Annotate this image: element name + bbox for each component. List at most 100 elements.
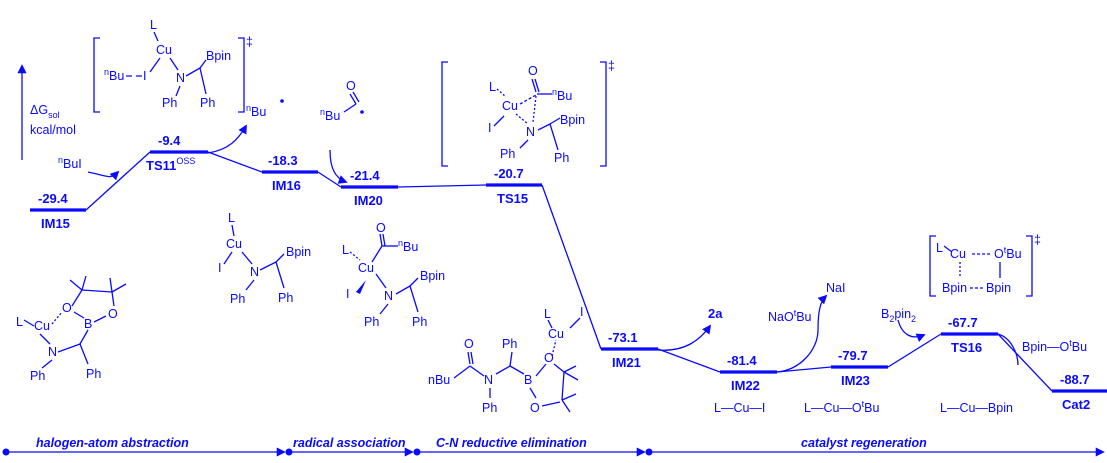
- svg-text:Ph: Ph: [502, 337, 517, 351]
- svg-text:B: B: [84, 317, 92, 331]
- svg-text:L: L: [489, 80, 496, 94]
- structure-acyl-radical: nBu O: [320, 79, 364, 123]
- energy-IM15: -29.4: [38, 191, 68, 206]
- svg-text:O: O: [544, 351, 554, 365]
- svg-text:Ph: Ph: [200, 96, 215, 110]
- label-IM21: IM21: [612, 355, 641, 370]
- reagent-NaOtBu: NaOtBu: [768, 308, 812, 324]
- svg-text:Ph: Ph: [554, 151, 569, 165]
- energy-levels: [30, 150, 1107, 393]
- svg-text:Ph: Ph: [482, 401, 497, 415]
- reagent-NaI: NaI: [826, 281, 845, 295]
- energy-IM22: -81.4: [727, 353, 757, 368]
- reagent-B2pin2: B2pin2: [881, 307, 916, 324]
- svg-text:Bpin: Bpin: [986, 281, 1011, 295]
- svg-text:N: N: [176, 71, 185, 85]
- energy-TS11: -9.4: [158, 133, 181, 148]
- svg-text:Cu: Cu: [548, 327, 564, 341]
- svg-text:Cu: Cu: [226, 237, 242, 251]
- level-connectors: [85, 151, 1053, 392]
- stage-reductive-elimination: C-N reductive elimination: [436, 436, 587, 450]
- svg-text:nBu: nBu: [320, 107, 340, 123]
- svg-text:nBu: nBu: [428, 373, 450, 387]
- svg-text:Bpin: Bpin: [942, 281, 967, 295]
- svg-text:Bpin: Bpin: [560, 113, 585, 127]
- energy-Cat2: -88.7: [1060, 372, 1090, 387]
- energy-IM20: -21.4: [350, 168, 380, 183]
- svg-text:Cu: Cu: [34, 319, 50, 333]
- species-simple: L—Cu—I L—Cu—OtBu L—Cu—Bpin: [714, 399, 1013, 415]
- svg-text:L: L: [342, 243, 349, 257]
- reagent-nBu-radical: nBu: [246, 103, 266, 119]
- reagent-arrows: nBuI nBu 2a NaOtBu NaI B2pin2 Bpin—OtBu: [58, 99, 1087, 373]
- svg-text:N: N: [48, 345, 57, 359]
- axis-label-units: kcal/mol: [30, 123, 76, 137]
- label-IM15: IM15: [41, 216, 70, 231]
- svg-text:B: B: [524, 373, 532, 387]
- svg-text:Ph: Ph: [364, 315, 379, 329]
- svg-text:Bpin: Bpin: [206, 49, 231, 63]
- energy-IM16: -18.3: [268, 153, 298, 168]
- svg-text:Ph: Ph: [230, 292, 245, 306]
- svg-text:O: O: [346, 79, 356, 93]
- svg-text:Cu: Cu: [502, 99, 518, 113]
- reagent-nBuI: nBuI: [58, 155, 82, 171]
- svg-text:Bpin: Bpin: [286, 245, 311, 259]
- energy-IM23: -79.7: [838, 348, 868, 363]
- stage-halogen-abstraction: halogen-atom abstraction: [36, 436, 189, 450]
- svg-text:Ph: Ph: [86, 367, 101, 381]
- svg-text:Cu: Cu: [950, 247, 966, 261]
- svg-text:N: N: [384, 289, 393, 303]
- label-Cat2: Cat2: [1062, 397, 1090, 412]
- svg-text:I: I: [488, 121, 491, 135]
- label-IM23: IM23: [841, 373, 870, 388]
- structure-IM21: O nBu N Ph Ph B O O Cu L I: [428, 305, 583, 415]
- level-labels: IM15 TS11OSS IM16 IM20 TS15 IM21 IM22 IM…: [41, 156, 1090, 412]
- svg-text:O: O: [464, 337, 474, 351]
- svg-text:O: O: [530, 401, 540, 415]
- svg-text:I: I: [346, 287, 349, 301]
- svg-text:L: L: [228, 211, 235, 225]
- label-TS15: TS15: [497, 191, 528, 206]
- svg-text:nBu: nBu: [552, 87, 572, 103]
- svg-text:‡: ‡: [608, 59, 615, 73]
- structure-TS15: ‡ L Cu O nBu I N Ph Bpin Ph: [441, 59, 615, 167]
- energy-TS15: -20.7: [494, 166, 524, 181]
- svg-text:nBu: nBu: [398, 238, 418, 254]
- label-TS16: TS16: [951, 340, 982, 355]
- structure-IM15: L Cu O O B N Ph Ph: [16, 275, 127, 383]
- svg-text:Ph: Ph: [412, 315, 427, 329]
- energy-TS16: -67.7: [948, 315, 978, 330]
- reagent-BpinOtBu: Bpin—OtBu: [1022, 338, 1087, 354]
- svg-text:Cu: Cu: [156, 43, 172, 57]
- structure-IM20: L Cu O nBu I N Ph Bpin Ph: [342, 221, 445, 329]
- energy-IM21: -73.1: [608, 330, 638, 345]
- svg-text:O: O: [376, 221, 386, 235]
- svg-text:N: N: [526, 125, 535, 139]
- svg-text:I: I: [218, 261, 221, 275]
- structure-IM16: L Cu I N Ph Bpin Ph: [218, 211, 311, 306]
- svg-text:L: L: [16, 315, 23, 329]
- axis-label-dg: ΔGsol: [30, 103, 60, 120]
- label-IM16: IM16: [272, 178, 301, 193]
- svg-text:L: L: [150, 18, 157, 32]
- svg-text:Bpin: Bpin: [420, 269, 445, 283]
- svg-text:O: O: [528, 64, 538, 78]
- species-LCuOtBu: L—Cu—OtBu: [804, 399, 880, 415]
- svg-text:L: L: [544, 307, 551, 321]
- svg-text:I: I: [143, 69, 146, 83]
- svg-text:O: O: [108, 307, 118, 321]
- energy-values: -29.4 -9.4 -18.3 -21.4 -20.7 -73.1 -81.4…: [38, 133, 1090, 387]
- structure-TS11: ‡ L Cu nBu I N Ph Bpin Ph: [93, 18, 253, 113]
- svg-text:N: N: [250, 265, 259, 279]
- structure-TS16: ‡ L Cu OtBu Bpin Bpin: [929, 233, 1041, 297]
- svg-text:Ph: Ph: [30, 369, 45, 383]
- svg-text:nBu: nBu: [104, 67, 124, 83]
- svg-text:OtBu: OtBu: [994, 245, 1022, 261]
- svg-text:L: L: [936, 241, 943, 255]
- stage-catalyst-regeneration: catalyst regeneration: [801, 436, 927, 450]
- svg-text:N: N: [484, 373, 493, 387]
- svg-text:Ph: Ph: [500, 147, 515, 161]
- svg-text:I: I: [580, 305, 583, 319]
